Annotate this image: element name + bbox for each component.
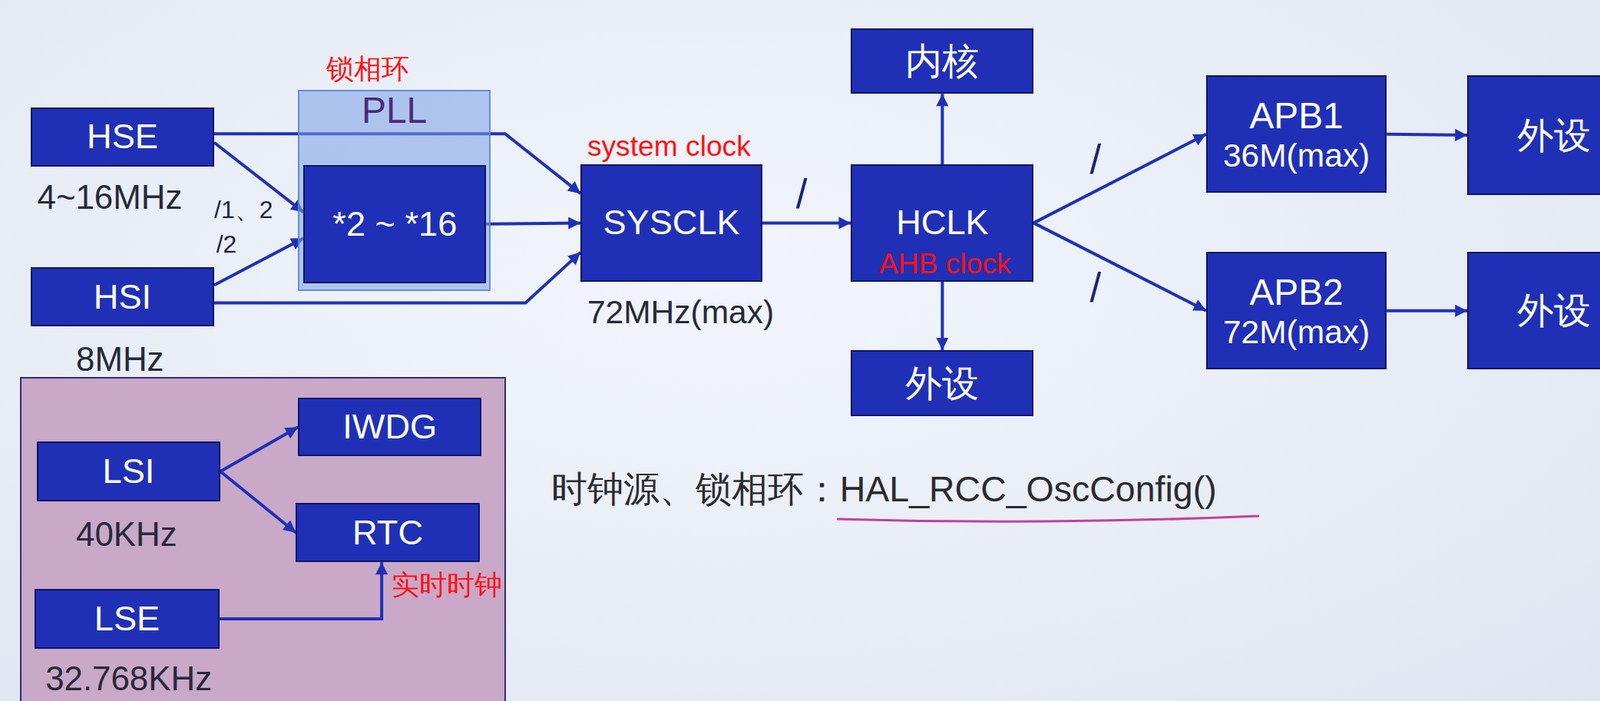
box-label: PLL [361, 92, 427, 129]
peripheral-box: 外设 [850, 350, 1034, 417]
clock-source-box: HSE4~16MHz [30, 107, 215, 167]
annotation-label: AHB clock [879, 247, 1012, 281]
peripheral-box: 外设 [1467, 75, 1600, 196]
clock-arrow [220, 426, 298, 472]
box-label: RTC [352, 512, 424, 553]
divider-label: / [1089, 267, 1101, 308]
box-label: *2 ~ *16 [332, 204, 457, 245]
divider-label: /1、2 [214, 195, 273, 225]
sysclk-box: system clockSYSCLK72MHz(max) [580, 164, 763, 282]
box-label: LSI [102, 451, 156, 492]
clock-arrow [1033, 222, 1207, 311]
rtc-box: RTC实时时钟 [295, 502, 480, 562]
clock-arrow [220, 471, 296, 533]
box-label: 外设 [1517, 289, 1591, 332]
box-label: 36M(max) [1223, 136, 1370, 175]
annotation-label: 40KHz [76, 515, 178, 554]
annotation-label: 4~16MHz [37, 178, 183, 217]
core-box: 内核 [850, 28, 1034, 94]
annotation-label: 72MHz(max) [587, 293, 774, 331]
box-label: LSE [94, 598, 160, 639]
clock-arrow [1386, 309, 1468, 313]
box-label: SYSCLK [602, 202, 740, 243]
clock-arrow [219, 561, 382, 619]
connector-group [214, 93, 1468, 619]
watchdog-box: IWDG [297, 397, 482, 457]
low-speed-panel [20, 377, 506, 701]
box-label: 72M(max) [1223, 313, 1370, 351]
box-label: 外设 [905, 362, 979, 405]
divider-label: /2 [216, 230, 238, 259]
annotation-label: system clock [587, 129, 751, 163]
clock-arrow [940, 93, 944, 165]
box-label: IWDG [342, 406, 437, 447]
annotation-label: 8MHz [76, 340, 165, 379]
annotation-label: 32.768KHz [45, 659, 212, 698]
box-label: HSI [93, 277, 152, 318]
hclk-box: HCLK AHB clock [850, 164, 1034, 282]
divider-label: / [796, 173, 808, 215]
clock-source-box: LSE32.768KHz [34, 588, 220, 649]
apb-box: APB136M(max) [1206, 75, 1387, 193]
apb-box: APB272M(max) [1206, 251, 1387, 370]
clock-arrow [1033, 134, 1207, 224]
box-label: APB1 [1249, 94, 1343, 137]
box-label: 外设 [1517, 114, 1591, 157]
clock-arrow [940, 281, 944, 351]
box-label: APB2 [1249, 271, 1343, 314]
divider-label: / [1089, 138, 1101, 180]
clock-arrow [762, 221, 852, 225]
underline [836, 515, 1260, 522]
pll-group: 锁相环PLL*2 ~ *16 [297, 89, 491, 291]
multiplier-box: *2 ~ *16 [303, 165, 486, 284]
clock-source-box: LSI40KHz [36, 441, 221, 501]
annotation-label: 实时时钟 [391, 569, 503, 602]
annotation-label: 锁相环 [326, 53, 410, 86]
clock-source-box: HSI8MHz [30, 267, 215, 327]
box-label: HCLK [895, 202, 989, 243]
box-label: 内核 [905, 39, 979, 83]
note-label: 时钟源、锁相环：HAL_RCC_OscConfig() [551, 469, 1217, 510]
clock-arrow [1386, 134, 1468, 136]
clock-arrow [485, 222, 581, 224]
box-label: HSE [86, 116, 159, 157]
peripheral-box: 外设 [1467, 251, 1600, 370]
